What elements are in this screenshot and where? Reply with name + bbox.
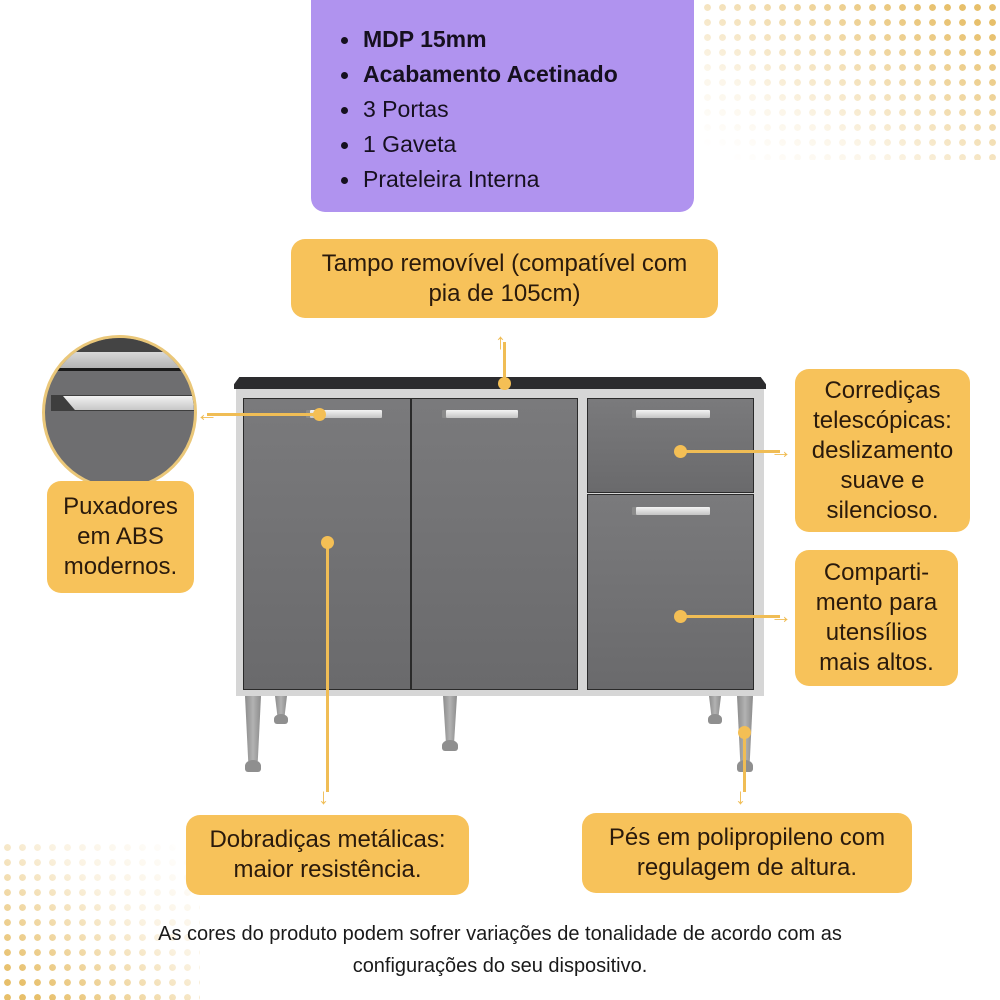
spec-list: MDP 15mm Acabamento Acetinado 3 Portas 1… xyxy=(341,22,694,197)
arrow-up-icon: ↑ xyxy=(495,329,506,354)
callout-compartment: Comparti- mento para utensílios mais alt… xyxy=(795,550,958,686)
cabinet-foot xyxy=(708,714,722,724)
cabinet-leg-front-left xyxy=(245,696,261,761)
cabinet-foot xyxy=(245,760,261,772)
marker-dot-compartment xyxy=(674,610,687,623)
connector-feet xyxy=(743,732,746,792)
marker-dot-slides xyxy=(674,445,687,458)
door-handle-icon xyxy=(310,410,382,418)
connector-compartment xyxy=(680,615,780,618)
spec-item: Acabamento Acetinado xyxy=(341,57,694,92)
callout-hinges-text: Dobradiças metálicas: maior resistência. xyxy=(209,826,446,883)
connector-handles xyxy=(207,413,319,416)
marker-dot-hinges xyxy=(321,536,334,549)
zoom-countertop-edge xyxy=(45,338,194,352)
callout-countertop: Tampo removível (compatível com pia de 1… xyxy=(291,239,718,318)
drawer-handle-icon xyxy=(636,410,710,418)
spec-item: Prateleira Interna xyxy=(341,162,694,197)
cabinet-leg-middle xyxy=(443,696,457,741)
spec-item: MDP 15mm xyxy=(341,22,694,57)
decorative-dot-pattern-top-right xyxy=(700,0,1000,160)
marker-dot-countertop xyxy=(498,377,511,390)
decorative-dot-pattern-bottom-left xyxy=(0,840,200,1000)
cabinet-door-right xyxy=(587,494,754,690)
callout-feet-text: Pés em polipropileno com regulagem de al… xyxy=(608,824,886,881)
arrow-right-icon: → xyxy=(770,438,792,463)
disclaimer-line-2: configurações do seu dispositivo. xyxy=(352,955,648,977)
callout-slides: Corrediças telescópicas: deslizamento su… xyxy=(795,369,970,532)
cabinet-leg-back-right xyxy=(709,696,721,716)
callout-handles-text: Puxadores em ABS modernos. xyxy=(63,493,178,580)
zoom-door-edge xyxy=(45,368,194,371)
door-handle-icon xyxy=(636,507,710,515)
arrow-left-icon: ← xyxy=(196,401,218,426)
callout-feet: Pés em polipropileno com regulagem de al… xyxy=(582,813,912,893)
arrow-right-icon: → xyxy=(770,603,792,628)
callout-hinges: Dobradiças metálicas: maior resistência. xyxy=(186,815,469,895)
callout-handles: Puxadores em ABS modernos. xyxy=(47,481,194,593)
spec-item: 1 Gaveta xyxy=(341,127,694,162)
cabinet-leg-back-left xyxy=(275,696,287,716)
spec-list-box: MDP 15mm Acabamento Acetinado 3 Portas 1… xyxy=(311,0,694,212)
door-handle-icon xyxy=(446,410,518,418)
arrow-down-icon: ↓ xyxy=(735,784,746,809)
zoom-handle-icon xyxy=(63,396,194,410)
cabinet-foot xyxy=(274,714,288,724)
marker-dot-handles xyxy=(313,408,326,421)
callout-compartment-text: Comparti- mento para utensílios mais alt… xyxy=(815,559,938,676)
marker-dot-feet xyxy=(738,726,751,739)
callout-slides-text: Corrediças telescópicas: deslizamento su… xyxy=(811,376,954,524)
cabinet-foot xyxy=(442,740,458,751)
handle-detail-zoom-circle xyxy=(42,335,197,490)
zoom-frame-band xyxy=(45,352,194,368)
connector-countertop xyxy=(503,342,506,384)
spec-item: 3 Portas xyxy=(341,92,694,127)
cabinet-door-middle xyxy=(411,398,578,690)
callout-countertop-text: Tampo removível (compatível com pia de 1… xyxy=(321,249,688,307)
disclaimer-line-1: As cores do produto podem sofrer variaçõ… xyxy=(158,923,842,945)
connector-hinges xyxy=(326,542,329,792)
connector-slides xyxy=(680,450,780,453)
arrow-down-icon: ↓ xyxy=(318,784,329,809)
color-disclaimer: As cores do produto podem sofrer variaçõ… xyxy=(0,918,1000,982)
